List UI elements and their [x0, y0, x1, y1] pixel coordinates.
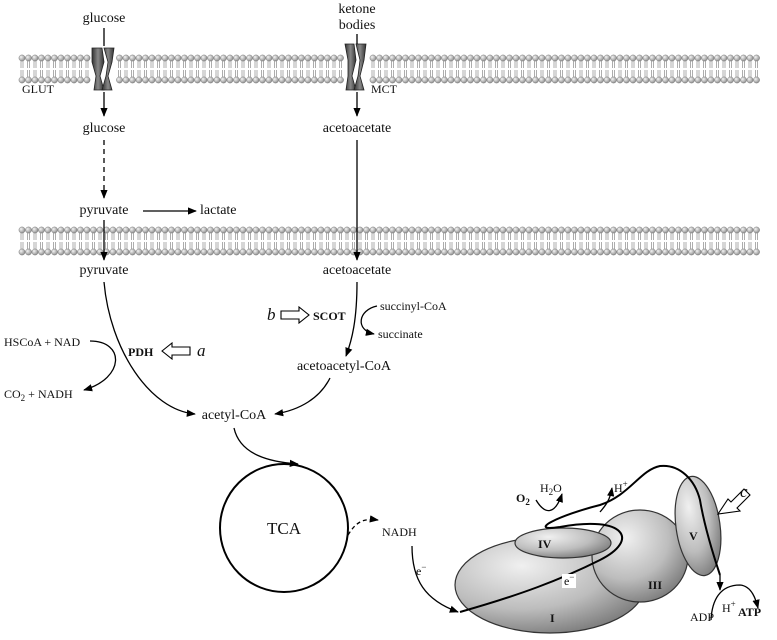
label-c: c [740, 482, 748, 501]
scot-enzyme-label: SCOT [313, 309, 346, 323]
bodies-label: bodies [339, 18, 376, 33]
plasma-membrane [18, 54, 760, 84]
glut-transporter-icon [91, 47, 115, 91]
o2-label: O2 [516, 491, 530, 507]
arrow-a-icon [161, 341, 191, 361]
acetoacetate-label-1: acetoacetate [323, 121, 391, 136]
label-b: b [267, 305, 276, 324]
acetoacetate-label-2: acetoacetate [323, 263, 391, 278]
arrow-c-icon [716, 488, 751, 515]
h2o-label: H2O [540, 481, 562, 497]
tca-label: TCA [267, 519, 302, 538]
nadh-label: NADH [382, 525, 417, 539]
complex-V [674, 475, 722, 577]
complex-V-label: V [689, 529, 698, 543]
complex-IV [514, 527, 612, 559]
hscoa-nad-label: HSCoA + NAD [4, 335, 80, 349]
tca-cycle-circle [219, 463, 349, 593]
mitochondrial-membrane [18, 226, 760, 256]
mct-label: MCT [371, 82, 398, 96]
ketone-label: ketone [338, 2, 375, 17]
arrow-b-icon [280, 305, 310, 325]
e-inside-label: e− [564, 572, 574, 588]
e-minus-label: e− [416, 562, 426, 578]
label-a: a [197, 341, 206, 360]
mct-transporter-icon [344, 43, 367, 91]
complex-I-label: I [550, 611, 555, 625]
adp-label: ADP [690, 610, 714, 624]
h-plus-top-label: H+ [614, 479, 628, 495]
pdh-enzyme-label: PDH [128, 345, 154, 359]
glut-label: GLUT [22, 82, 55, 96]
glucose-outside-label: glucose [83, 11, 126, 26]
co2-nadh-label: CO2 + NADH [4, 387, 73, 403]
lactate-label: lactate [200, 203, 237, 218]
complex-IV-label: IV [538, 537, 552, 551]
acetoacetyl-coa-label: acetoacetyl-CoA [297, 359, 392, 374]
h-plus-bottom-label: H+ [722, 599, 736, 615]
atp-label: ATP [738, 605, 761, 619]
acetyl-coa-label: acetyl-CoA [202, 408, 267, 423]
glucose-inside-label: glucose [83, 121, 126, 136]
pyruvate-label-2: pyruvate [80, 263, 129, 278]
pyruvate-label-1: pyruvate [80, 203, 129, 218]
succinyl-coa-label: succinyl-CoA [380, 299, 447, 313]
succinate-label: succinate [378, 327, 423, 341]
complex-III-label: III [648, 578, 662, 592]
